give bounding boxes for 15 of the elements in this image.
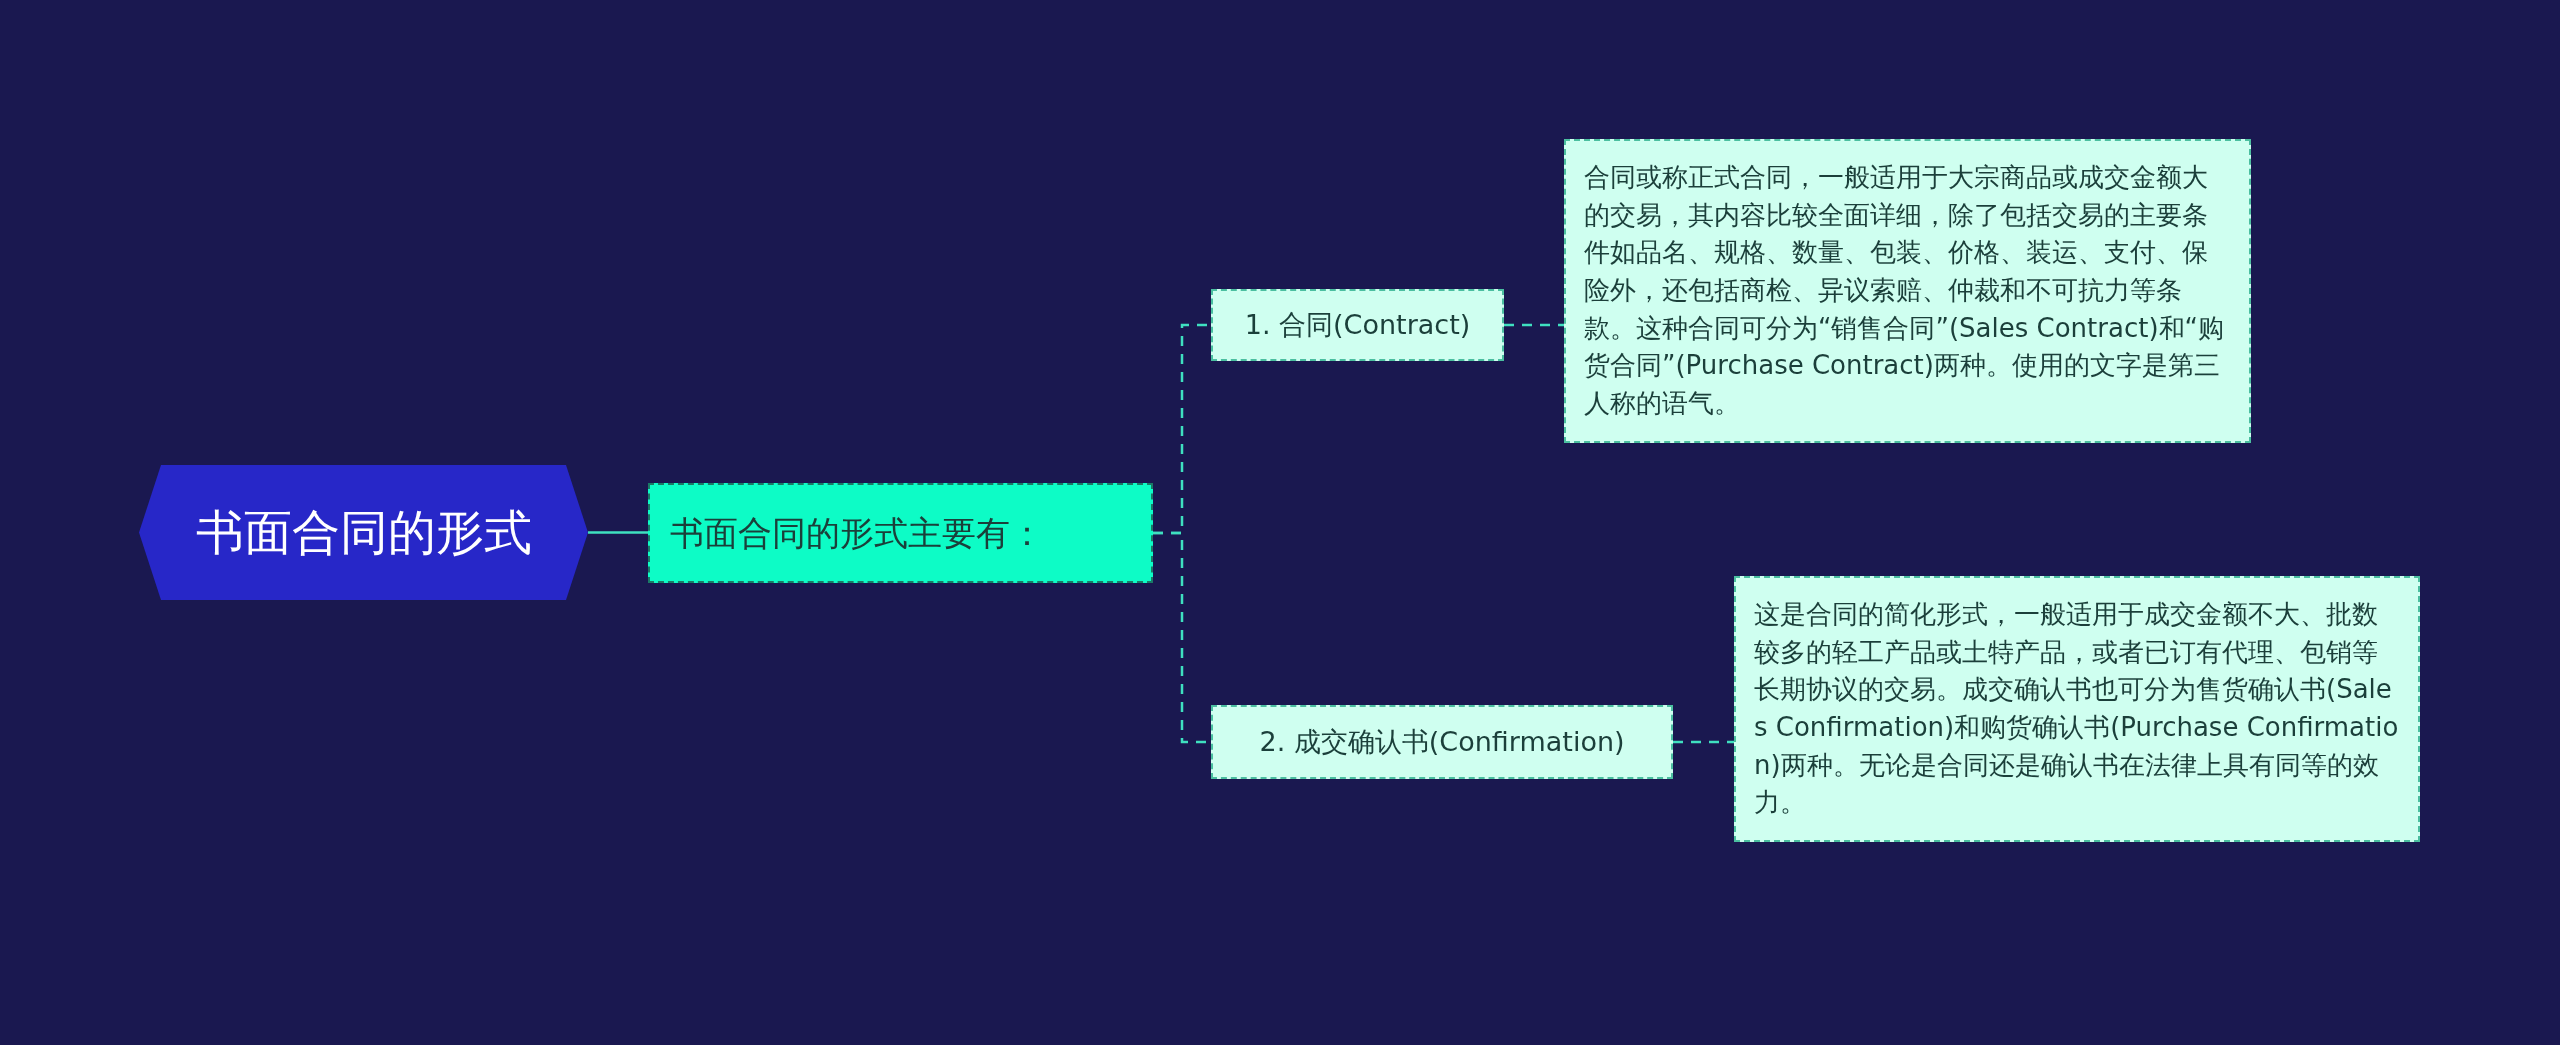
subtopic-box — [1211, 289, 1504, 361]
node-text: 2. 成交确认书(Confirmation) — [1259, 725, 1625, 759]
node-text: 合同或称正式合同，一般适用于大宗商品或成交金额大的交易，其内容比较全面详细，除了包括交易的主要条件如品名、规格、数量、包装、价格、装运、支付、保险外，还包括商检、异议索赔、仲裁和不可抗力等条款。这种合同可分为“销售合同”(Sales Contract)和“购货合同”(Purchase Contract)两种。使用的文字是第三人称的语气。 — [1584, 161, 2225, 421]
node-text: 书面合同的形式主要有： — [670, 512, 1044, 554]
subtopic-box — [1211, 705, 1673, 779]
topic-box — [648, 483, 1153, 583]
connector-line — [588, 531, 648, 534]
note-box — [1734, 576, 2420, 843]
node-text: 书面合同的形式 — [195, 503, 532, 562]
root-node — [139, 465, 588, 600]
connector-line — [1673, 740, 1734, 744]
connector-line — [1504, 323, 1564, 327]
node-text: 1. 合同(Contract) — [1244, 308, 1471, 342]
node-text: 这是合同的简化形式，一般适用于成交金额不大、批数较多的轻工产品或土特产品，或者已订有代理、包销等长期协议的交易。成交确认书也可分为售货确认书(Sales Confirmation)和购货确认书(Purchase Confirmation)两种。无论是合同还是确认书在法律上具有同等的效力。 — [1754, 598, 2400, 820]
note-box — [1564, 139, 2251, 443]
